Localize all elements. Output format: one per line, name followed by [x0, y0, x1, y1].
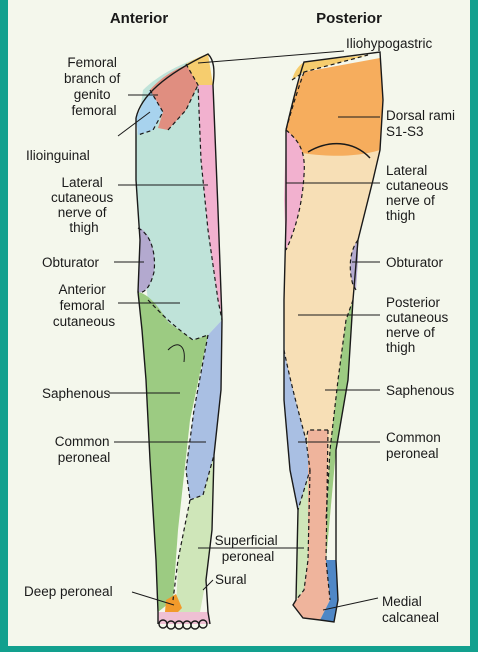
- label-common-peroneal-anterior: Common peroneal: [55, 434, 114, 465]
- label-lateral-cutaneous-posterior: Lateral cutaneous nerve of thigh: [386, 163, 452, 223]
- label-obturator-anterior: Obturator: [42, 255, 100, 270]
- label-ilioinguinal: Ilioinguinal: [26, 148, 90, 163]
- label-sural: Sural: [215, 572, 247, 587]
- label-saphenous-posterior: Saphenous: [386, 383, 455, 398]
- dermatome-diagram: Anterior Posterior Femoral branch of gen…: [8, 0, 470, 646]
- label-common-peroneal-posterior: Common peroneal: [386, 430, 445, 461]
- header-posterior: Posterior: [316, 10, 382, 27]
- diagram-panel: Anterior Posterior Femoral branch of gen…: [8, 0, 470, 646]
- label-posterior-cutaneous: Posterior cutaneous nerve of thigh: [386, 295, 452, 355]
- label-lateral-cutaneous-anterior: Lateral cutaneous nerve of thigh: [51, 175, 117, 235]
- label-iliohypogastric: Iliohypogastric: [346, 36, 433, 51]
- label-deep-peroneal: Deep peroneal: [24, 584, 113, 599]
- anterior-labels: Femoral branch of genito femoral Ilioing…: [24, 55, 124, 599]
- label-obturator-posterior: Obturator: [386, 255, 444, 270]
- posterior-leg: [284, 52, 383, 622]
- anterior-leg: [136, 54, 222, 629]
- label-dorsal-rami: Dorsal rami S1-S3: [386, 108, 459, 139]
- label-saphenous-anterior: Saphenous: [42, 386, 111, 401]
- label-anterior-femoral: Anterior femoral cutaneous: [53, 282, 116, 329]
- header-anterior: Anterior: [110, 10, 169, 27]
- label-superficial-peroneal: Superficial peroneal: [215, 533, 282, 564]
- label-medial-calcaneal: Medial calcaneal: [382, 594, 439, 625]
- label-femoral-branch: Femoral branch of genito femoral: [64, 55, 124, 118]
